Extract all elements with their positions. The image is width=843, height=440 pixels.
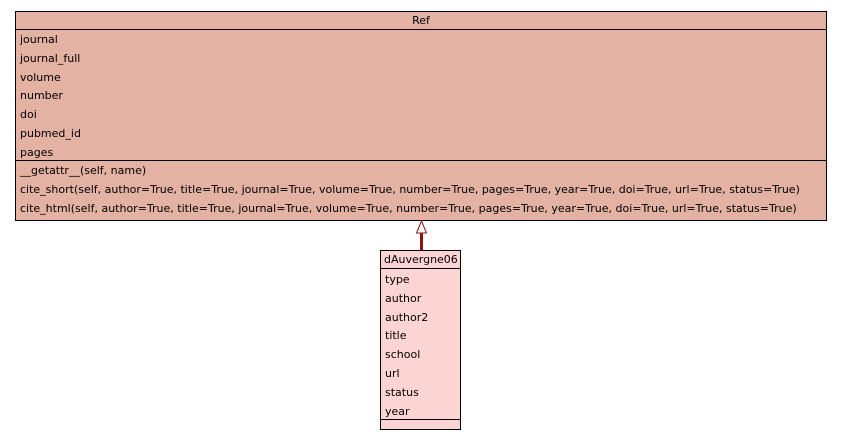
class-title: dAuvergne06 — [381, 251, 460, 269]
class-dauvergne06[interactable]: dAuvergne06 type author author2 title sc… — [380, 250, 461, 430]
attribute-row: type — [385, 273, 410, 286]
attribute-row: year — [385, 404, 410, 418]
method-row: cite_html(self, author=True, title=True,… — [20, 201, 797, 215]
class-title: Ref — [16, 12, 826, 30]
attribute-row: title — [385, 329, 407, 343]
inheritance-connector — [420, 233, 423, 250]
attribute-row: doi — [20, 108, 37, 122]
attribute-row: school — [385, 348, 421, 362]
attribute-row: volume — [20, 70, 61, 84]
method-row: cite_short(self, author=True, title=True… — [20, 182, 800, 196]
attribute-row: journal — [20, 33, 58, 46]
attribute-list: type author author2 title school url sta… — [381, 269, 460, 420]
attribute-row: status — [385, 385, 419, 399]
method-row: __getattr__(self, name) — [20, 164, 147, 177]
class-ref[interactable]: Ref journal journal_full volume number d… — [15, 11, 827, 221]
attribute-row: number — [20, 89, 63, 103]
attribute-row: author2 — [385, 310, 429, 324]
attribute-row: pubmed_id — [20, 126, 81, 140]
attribute-row: journal_full — [20, 51, 81, 65]
inheritance-arrow-icon — [415, 220, 428, 234]
attribute-row: pages — [20, 145, 54, 159]
attribute-row: author — [385, 291, 422, 305]
attribute-row: url — [385, 366, 400, 380]
method-list: __getattr__(self, name) cite_short(self,… — [16, 161, 826, 218]
attribute-list: journal journal_full volume number doi p… — [16, 30, 826, 161]
